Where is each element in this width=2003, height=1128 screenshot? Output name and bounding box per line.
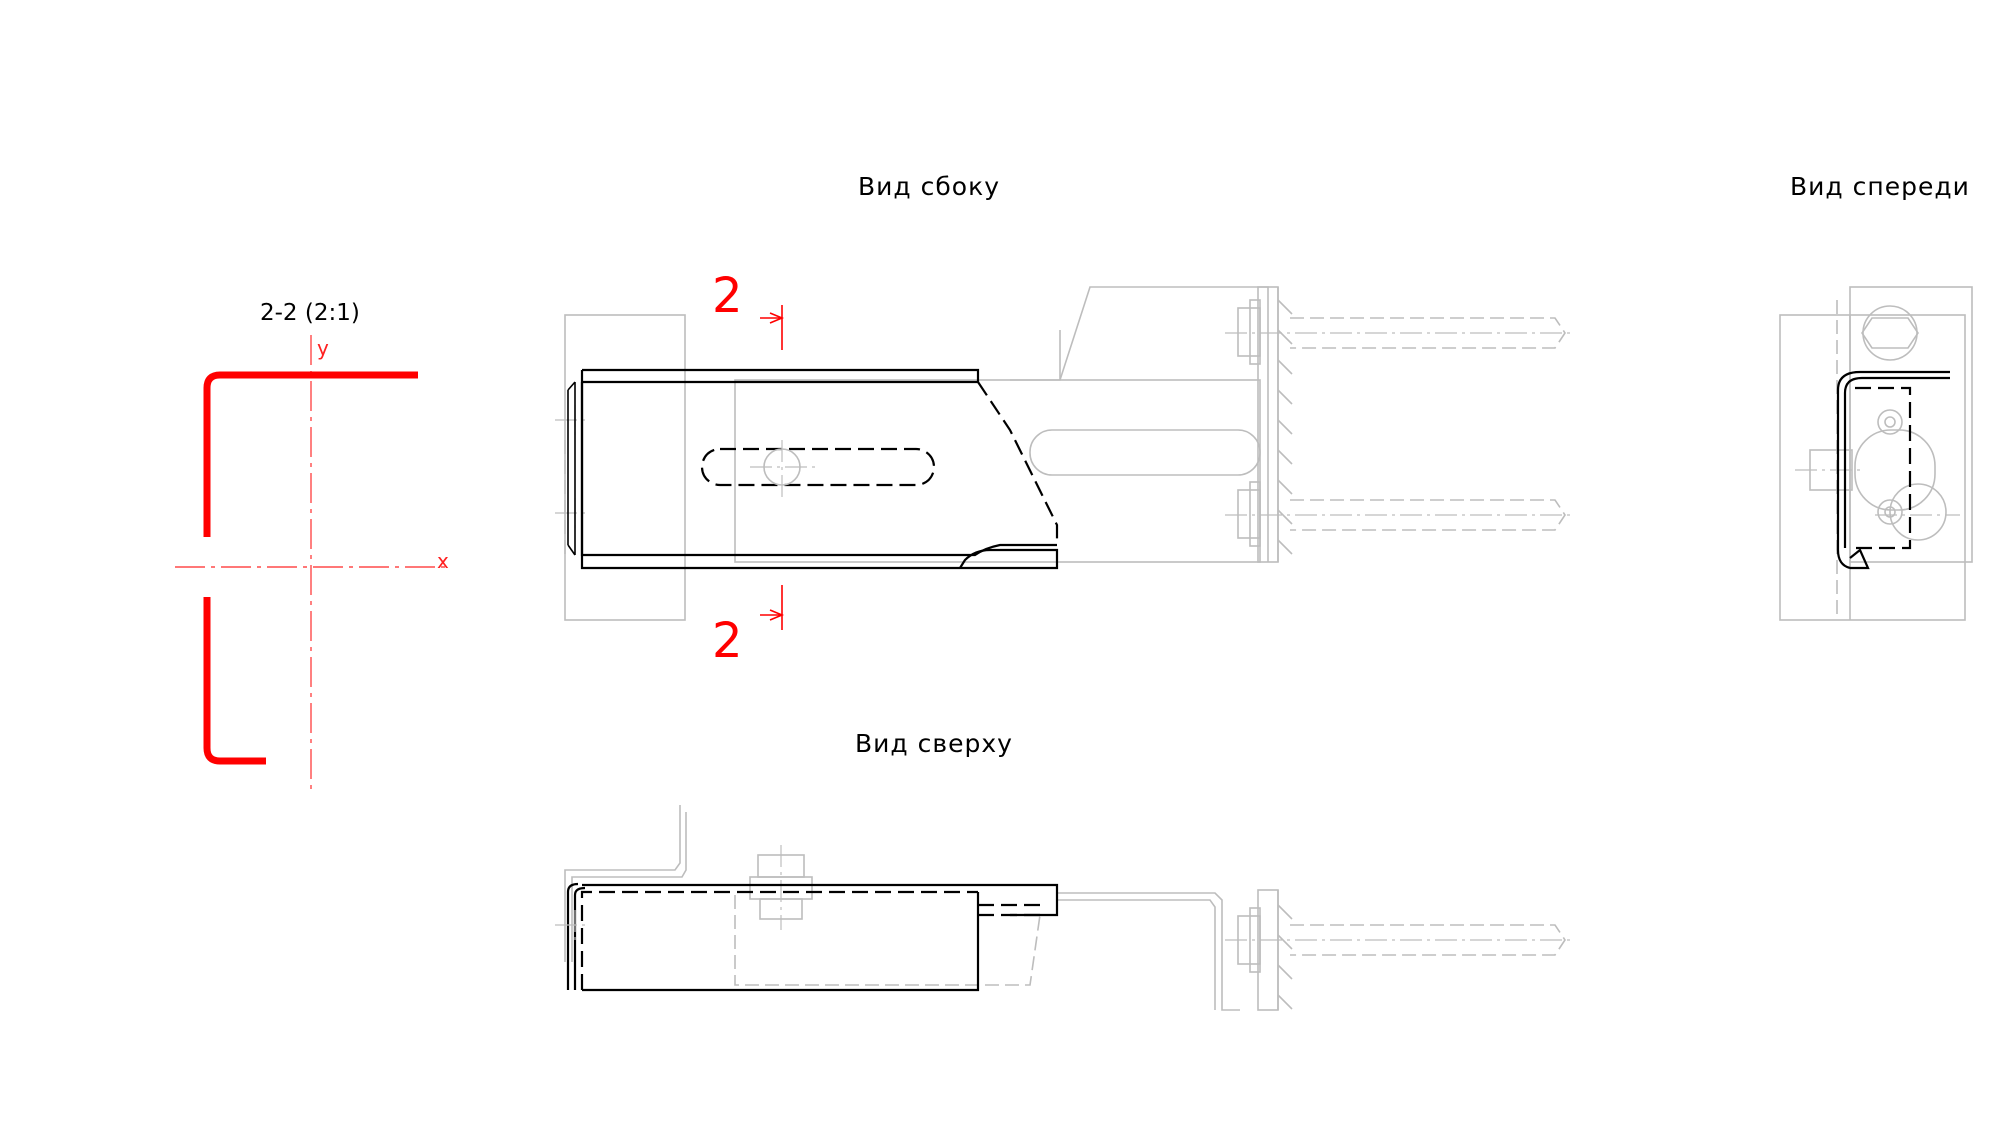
cut-mark-top: 2	[712, 268, 743, 324]
profile-lower-flange	[203, 597, 266, 765]
top-profile-edge	[582, 883, 1059, 917]
bracket-slot	[1029, 429, 1261, 476]
profile-upper-flange	[203, 371, 418, 537]
section-title: 2-2 (2:1)	[260, 300, 360, 326]
bracket-outline	[734, 379, 1261, 563]
front-bolt-upper	[1877, 409, 1903, 435]
front-mounting-plate	[1779, 314, 1966, 621]
top-anchor-bolt	[1225, 907, 1575, 973]
top-view	[555, 805, 1575, 1011]
y-axis-label: y	[317, 336, 329, 360]
wall-hatch	[1277, 287, 1293, 562]
profile-hidden-edge	[977, 381, 1059, 545]
front-profile-outer	[1836, 370, 1950, 570]
profile-top-edge	[582, 368, 980, 384]
side-view-title: Вид сбоку	[858, 172, 1000, 201]
front-view-title: Вид спереди	[1790, 172, 1970, 201]
profile-body	[580, 370, 1059, 570]
top-bracket-arm	[1057, 892, 1240, 1011]
section-2-2: 2-2 (2:1) y x	[175, 300, 449, 795]
top-slot-bolt	[749, 845, 813, 930]
cut-mark-bottom: 2	[712, 613, 743, 669]
front-profile-hidden	[1855, 386, 1912, 550]
front-view	[1779, 286, 1973, 621]
anchor-bolt-upper	[1225, 299, 1575, 365]
top-mounting-plate	[564, 805, 681, 962]
x-axis-label: x	[437, 549, 449, 573]
bracket-upper-arm	[1010, 286, 1269, 562]
adjustment-slot	[700, 447, 936, 487]
top-anchor-plate	[1257, 889, 1279, 1011]
side-view: 2 2	[555, 268, 1575, 669]
front-upper-nut	[1862, 305, 1918, 361]
top-profile-body	[582, 892, 980, 992]
anchor-bolt-lower	[1225, 481, 1575, 547]
top-view-title: Вид сверху	[855, 729, 1013, 758]
front-lower-nut	[1889, 483, 1947, 541]
front-bolt-lower	[1877, 499, 1903, 525]
profile-flange	[567, 381, 576, 556]
